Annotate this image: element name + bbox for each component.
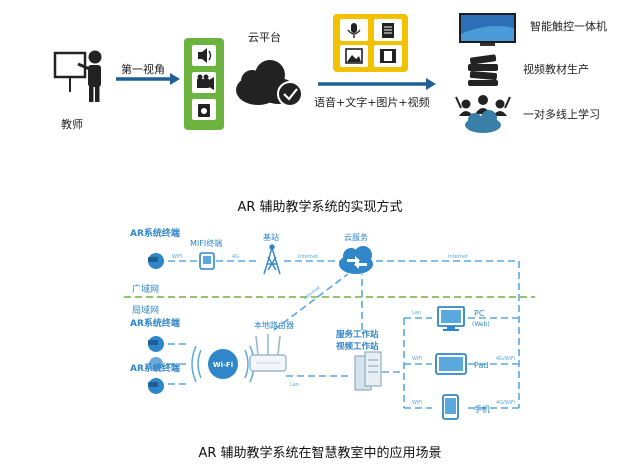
image-icon [345,48,363,64]
ar-headset-icon [148,378,164,394]
link-lan-label-pc: Lan [412,310,421,316]
cloud-service-icon [339,246,373,274]
pc-label: PC [474,309,485,318]
link-4g-wifi-label-phone: 4G/WiFi [496,400,515,406]
link-internet-label-top: Internet [298,254,318,260]
phone-icon [442,394,459,420]
film-icon [380,49,396,63]
pad-label: Pad [474,361,488,370]
video-camera-icon [197,74,214,90]
ar-terminal-label-local-1: AR系统终端 [130,317,180,329]
touch-display-icon [459,13,516,46]
microphone-icon [347,23,361,38]
speaker-icon [198,48,212,63]
cloud-service-label: 云服务 [344,232,368,242]
link-4g-label: 4G [232,254,239,260]
base-station-icon [263,244,281,275]
caption-implementation: AR 辅助教学系统的实现方式 [237,200,403,215]
link-wifi-label-pad: WiFi [412,356,422,362]
base-station-label: 基站 [263,232,279,242]
ar-headset-icon [148,336,164,352]
router-icon [249,334,287,372]
lan-label: 局域网 [132,304,159,316]
output-touch-display-label: 智能触控一体机 [530,19,607,33]
teacher-icon [53,50,102,102]
cloud-check-icon [236,60,303,107]
wifi-badge: Wi-Fi [213,361,233,369]
mifi-device-icon [199,252,215,270]
caption-application: AR 辅助教学系统在智慧教室中的应用场景 [198,446,442,461]
server-icon [354,351,382,391]
online-learning-icon [455,95,511,133]
ar-terminal-label-remote: AR系统终端 [130,227,180,239]
output-video-material-label: 视频教材生产 [523,62,589,76]
books-icon [468,54,498,86]
link-internet-label-right: Internet [448,254,468,260]
link-wifi-label: WiFi [172,254,182,260]
document-icon [382,23,394,38]
mifi-label: MIFI终端 [190,238,222,248]
tablet-icon [435,353,467,375]
media-label: 语音+文字+图片+视频 [314,95,430,109]
server-label-line1: 服务工作站 [336,329,379,340]
media-panel [333,14,408,72]
ar-headset-icon [148,253,164,269]
link-internet-label-diag: Internet [303,285,322,302]
camera-icon [198,104,210,117]
pc-icon [437,306,465,331]
pc-sub-label: (Web) [472,321,490,328]
link-lan-label-router: Lan [290,382,299,388]
link-4g-wifi-label-pad: 4G/WiFi [496,356,515,362]
cloud-label: 云平台 [248,30,281,44]
first-view-label: 第一视角 [121,62,165,76]
ar-headset-icon [149,357,163,371]
phone-label: 手机 [474,404,490,414]
top-diagram: 教师 第一视角 云平台 [53,13,607,133]
wan-label: 广域网 [132,283,159,295]
ar-device-panel [184,38,224,130]
teacher-label: 教师 [61,118,83,131]
server-label-line2: 视频工作站 [336,341,379,352]
network-diagram: 广域网 局域网 AR系统终端 WiFi MIFI终端 4G 基站 Interne… [124,227,535,420]
output-online-learning-label: 一对多线上学习 [523,107,600,121]
router-label: 本地路由器 [254,320,294,330]
link-wifi-label-phone: WiFi [412,400,422,406]
